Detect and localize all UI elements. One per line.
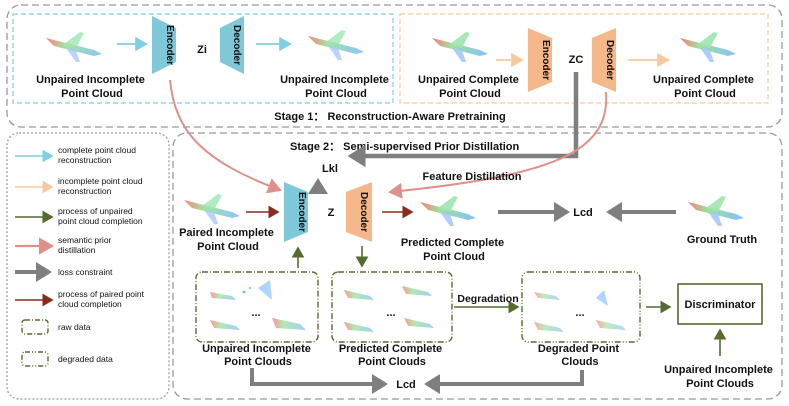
decoder-label: Decoder xyxy=(358,192,369,232)
lcd-bottom-label: Lcd xyxy=(396,379,416,391)
plane-icon xyxy=(420,196,476,226)
point-cloud-scatter xyxy=(210,280,306,330)
legend-item-8: degraded data xyxy=(58,354,113,364)
stage1-right-frame xyxy=(399,13,769,104)
latent-zc: ZC xyxy=(569,54,584,66)
paired-input-label: Paired Incomplete Point Cloud xyxy=(179,227,277,253)
latent-z: Z xyxy=(328,207,335,219)
predicted-box xyxy=(331,271,453,343)
encoder-label: Encoder xyxy=(540,40,551,80)
s1-right-output-label: Unpaired Complete Point Cloud xyxy=(653,74,757,100)
legend-item-5: loss constraint xyxy=(58,267,113,277)
plane-icon xyxy=(46,32,102,62)
stage1-title: Stage 1： Reconstruction-Aware Pretrainin… xyxy=(274,111,505,123)
plane-icon xyxy=(680,32,736,62)
encoder-label: Encoder xyxy=(164,25,175,65)
s1-right-input-label: Unpaired Complete Point Cloud xyxy=(418,74,522,100)
ground-truth-label: Ground Truth xyxy=(687,234,758,246)
decoder-block xyxy=(220,16,244,74)
plane-icon xyxy=(308,30,364,60)
predicted-box-label: Predicted Complete Point Clouds xyxy=(339,343,445,368)
predicted-label: Predicted Complete Point Cloud xyxy=(401,237,507,263)
stage1-frame xyxy=(6,4,783,128)
plane-icon xyxy=(688,196,744,226)
ellipsis: ... xyxy=(251,307,260,319)
degraded-box-label: Degraded Point Clouds xyxy=(538,343,622,368)
point-cloud-scatter xyxy=(344,286,434,332)
stage2-title: Stage 2： Semi-supervised Prior Distillat… xyxy=(290,141,520,153)
disc-input-label: Unpaired Incomplete Point Clouds xyxy=(664,364,776,390)
encoder-block xyxy=(528,28,552,92)
feature-distillation-label: Feature Distillation xyxy=(422,171,521,183)
s1-left-output-label: Unpaired Incomplete Point Cloud xyxy=(280,74,392,100)
degradation-label: Degradation xyxy=(457,293,518,305)
plane-icon xyxy=(432,32,488,62)
stage1-left-frame xyxy=(12,13,394,104)
encoder-block xyxy=(152,16,176,74)
legend-frame xyxy=(6,132,170,400)
discriminator-label: Discriminator xyxy=(685,299,757,311)
decoder-label: Decoder xyxy=(604,40,615,80)
s1-left-input-label: Unpaired Incomplete Point Cloud xyxy=(36,74,148,100)
raw-data-box xyxy=(195,271,319,343)
degraded-box xyxy=(521,271,641,343)
decoder-block xyxy=(592,28,616,92)
ellipsis: ... xyxy=(575,307,584,319)
encoder-label: Encoder xyxy=(296,192,307,232)
kl-loss-label: Lkl xyxy=(322,163,338,175)
plane-icon xyxy=(184,194,240,224)
lcd-top-label: Lcd xyxy=(573,207,593,219)
decoder-label: Decoder xyxy=(231,25,242,65)
discriminator-box xyxy=(677,283,763,325)
legend-item-7: raw data xyxy=(58,322,91,332)
unpaired-box-label: Unpaired Incomplete Point Clouds xyxy=(202,343,314,368)
encoder-block xyxy=(284,182,308,242)
decoder-block xyxy=(346,182,372,242)
latent-zi: Zi xyxy=(197,44,207,56)
stage2-frame xyxy=(172,132,783,400)
ellipsis: ... xyxy=(386,307,395,319)
point-cloud-scatter xyxy=(534,290,626,332)
